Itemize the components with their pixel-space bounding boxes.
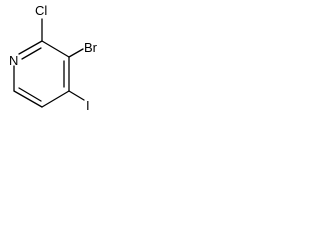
bond-c5-c6	[13, 90, 43, 108]
bond-c3-br	[68, 48, 84, 58]
substituent-bonds	[41, 18, 85, 101]
atom-label-br: Br	[84, 40, 98, 55]
bond-n1-c2	[18, 40, 43, 55]
bond-c5-c6-inner	[18, 87, 42, 102]
ring-bonds	[13, 40, 70, 108]
atom-label-n: N	[9, 53, 18, 68]
bond-c4-c5	[41, 90, 70, 108]
bond-c4-i	[68, 90, 85, 101]
atom-label-i: I	[86, 98, 90, 113]
atom-label-cl: Cl	[35, 3, 47, 18]
bond-c2-c3	[41, 40, 70, 58]
molecule-structure: N Cl Br I	[9, 3, 98, 113]
bond-n1-c2-inner	[21, 47, 42, 60]
